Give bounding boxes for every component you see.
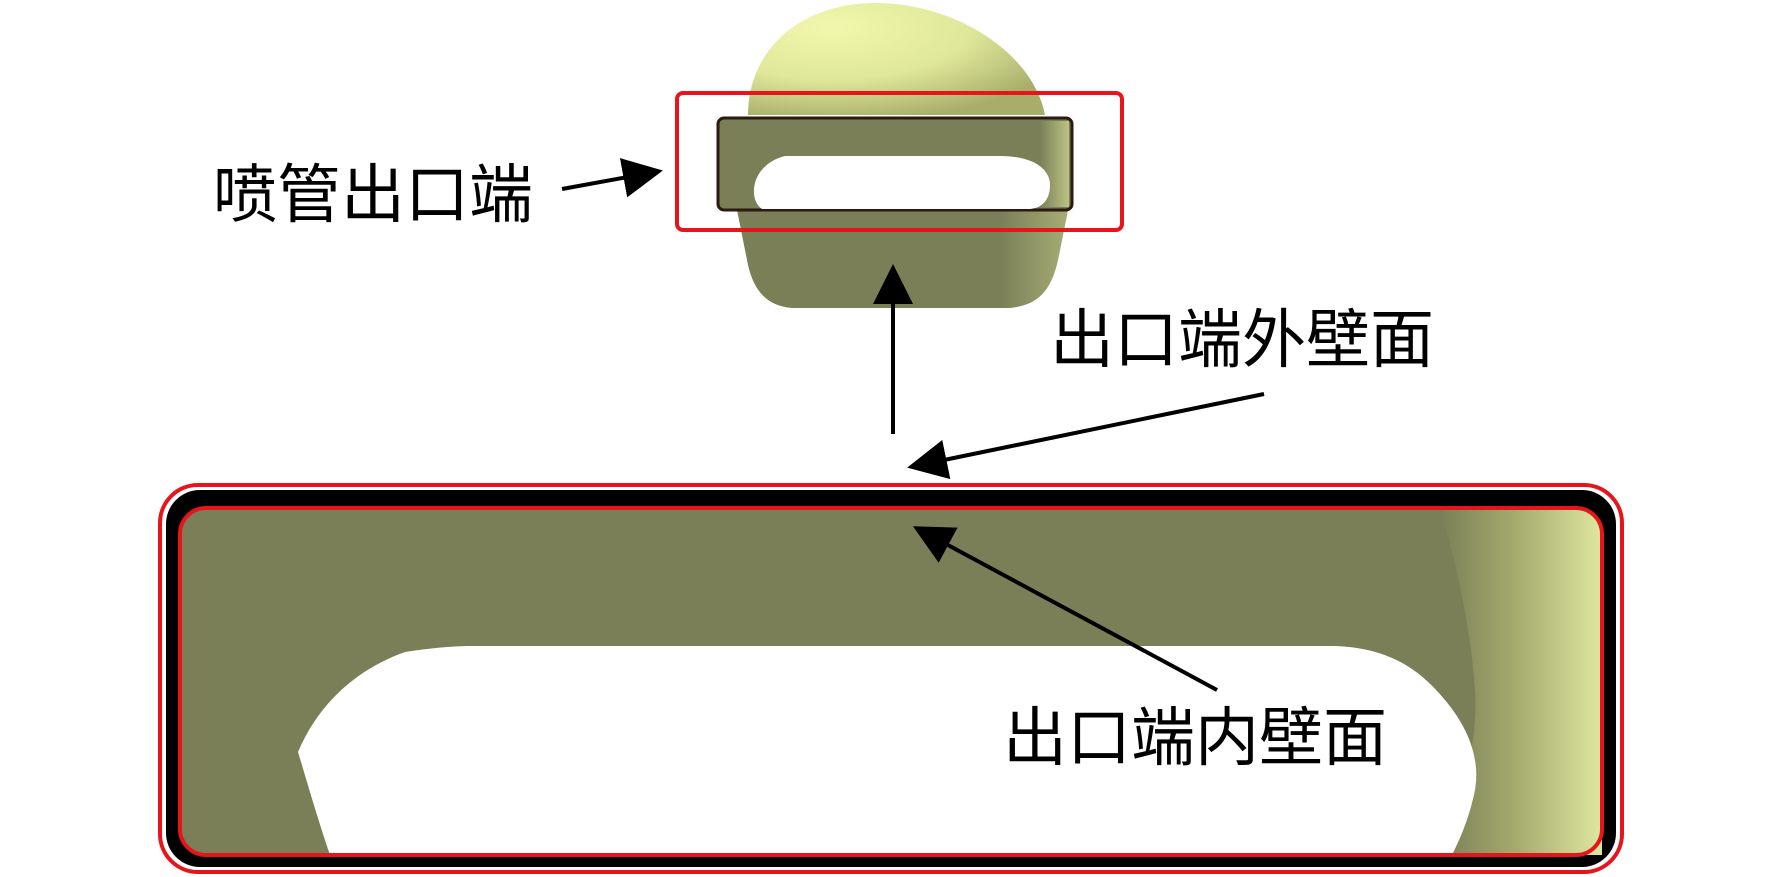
outlet-enlarged-view	[158, 483, 1624, 874]
label-outlet-outer-wall: 出口端外壁面	[1050, 304, 1434, 378]
nozzle-outlet-opening	[753, 156, 1050, 209]
arrow-inner-wall	[912, 526, 1218, 692]
nozzle-outlet-highlight-box	[675, 91, 1124, 232]
label-outlet-inner-wall: 出口端内壁面	[1003, 702, 1387, 776]
outlet-inner-wall-right-shade	[1440, 508, 1602, 855]
outlet-highlight-box-inner	[178, 506, 1604, 857]
nozzle-small-view	[675, 3, 1124, 308]
label-nozzle-outlet-end: 喷管出口端	[213, 159, 533, 233]
arrow-outer-wall	[907, 392, 1265, 480]
nozzle-lower-body	[735, 200, 1070, 308]
arrow-nozzle-outlet	[561, 158, 663, 198]
annotation-arrows	[561, 158, 1265, 692]
outlet-highlight-box-outer	[158, 483, 1624, 874]
nozzle-lower-body-highlight	[1000, 200, 1070, 308]
outlet-opening	[298, 646, 1477, 855]
nozzle-dome	[748, 3, 1045, 115]
